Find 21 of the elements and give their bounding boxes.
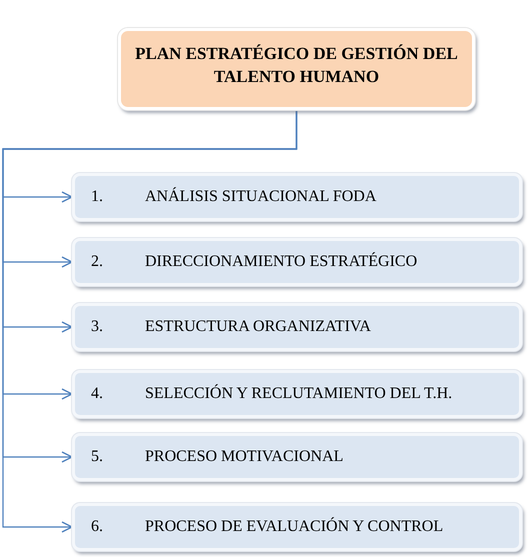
step-box — [72, 303, 522, 351]
arrow — [2, 110, 298, 533]
step-label: DIRECCIONAMIENTO ESTRATÉGICO — [145, 253, 418, 271]
step-box — [72, 370, 522, 418]
step-box — [72, 238, 522, 286]
step-label: PROCESO MOTIVACIONAL — [145, 448, 344, 466]
step-number: 4. — [91, 385, 104, 403]
step-box — [72, 173, 522, 221]
step-label: SELECCIÓN Y RECLUTAMIENTO DEL T.H. — [145, 385, 452, 403]
step-box — [72, 503, 522, 551]
step-number: 6. — [91, 518, 104, 536]
step-label: PROCESO DE EVALUACIÓN Y CONTROL — [145, 518, 444, 536]
step-number: 1. — [91, 188, 104, 206]
step-label: ANÁLISIS SITUACIONAL FODA — [145, 188, 376, 206]
title-box — [118, 28, 475, 110]
step-number: 3. — [91, 318, 104, 336]
step-number: 2. — [91, 253, 104, 271]
step-label: ESTRUCTURA ORGANIZATIVA — [145, 318, 371, 336]
step-number: 5. — [91, 448, 104, 466]
step-box — [72, 433, 522, 481]
title-text: PLAN ESTRATÉGICO DE GESTIÓN DEL TALENTO HUMANO — [134, 43, 459, 88]
